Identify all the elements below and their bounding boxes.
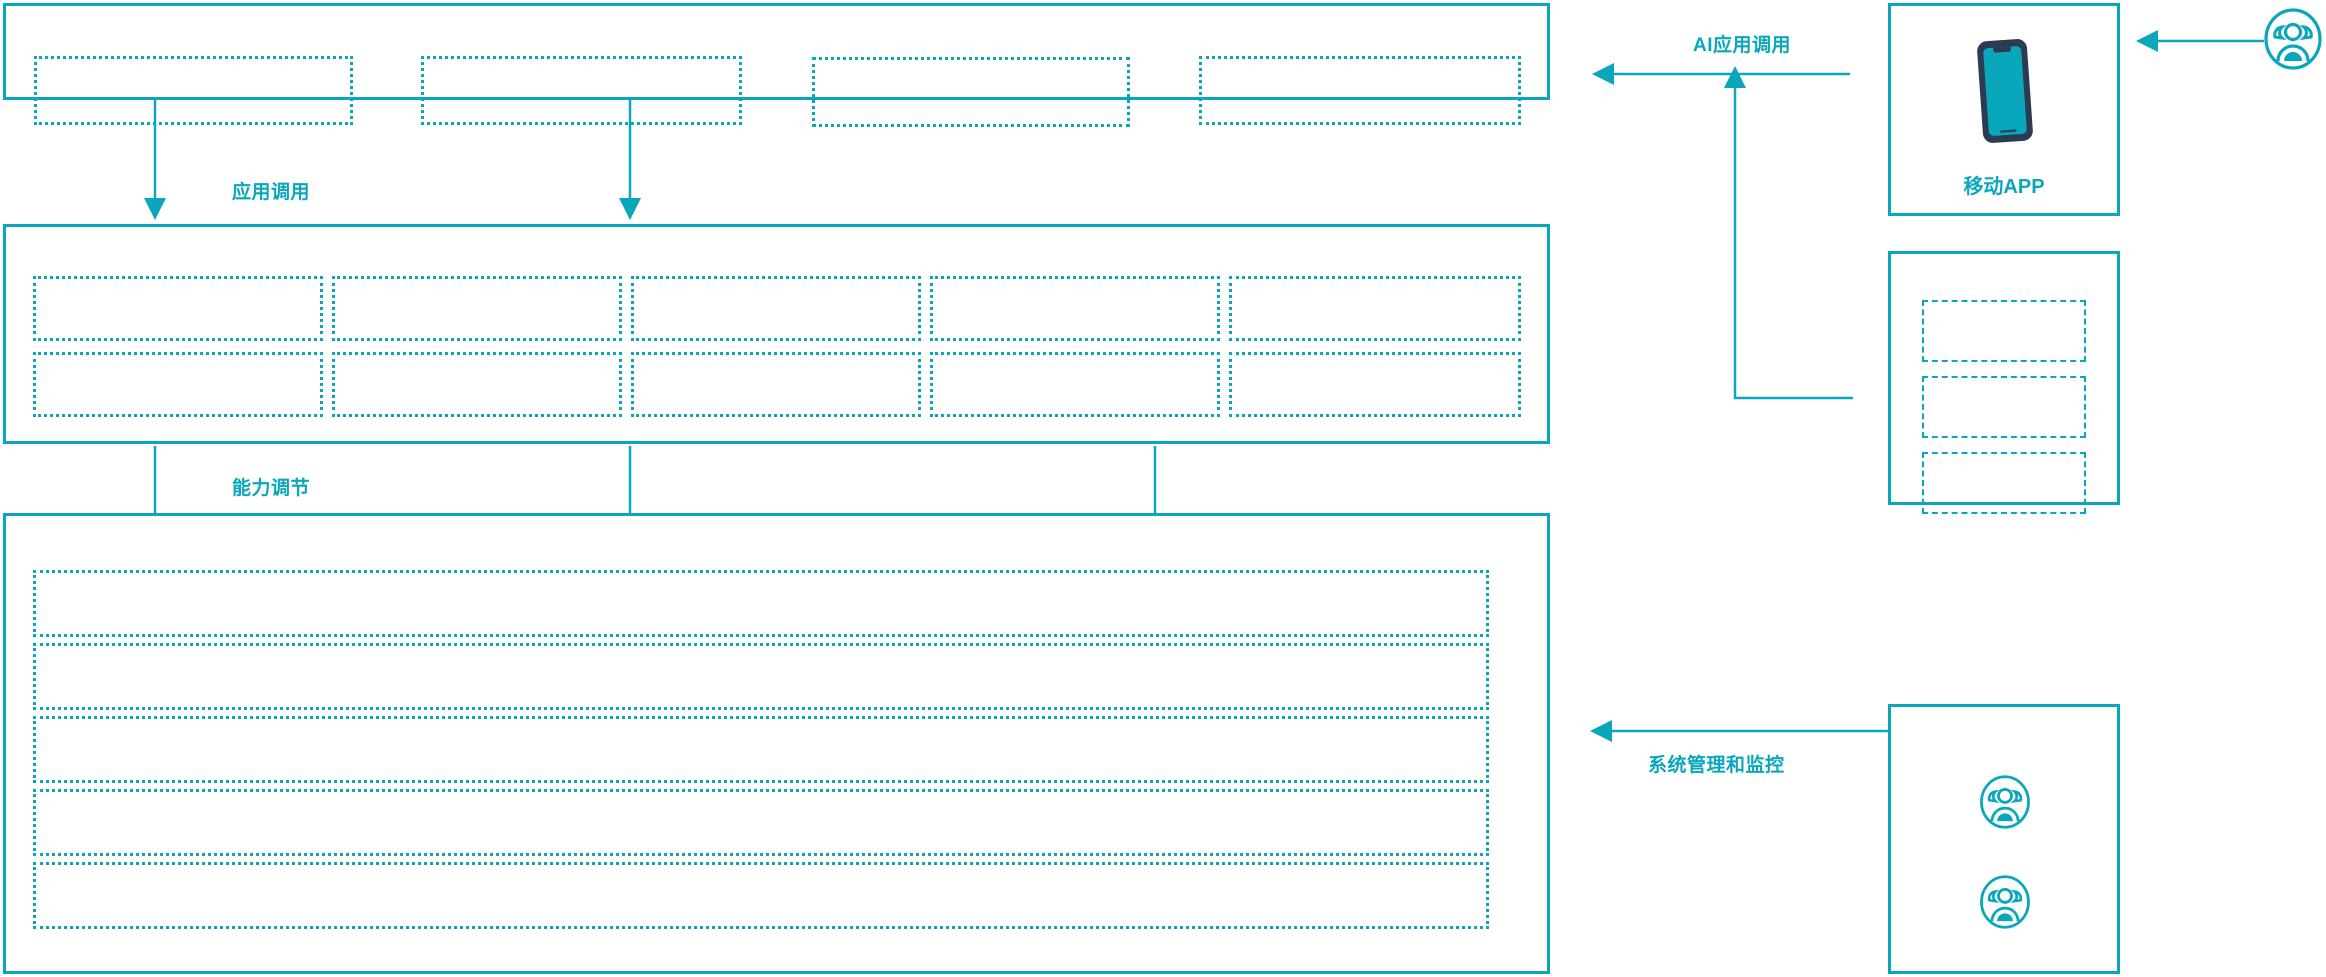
application-slot-3[interactable] [812,57,1130,127]
application-slot-4[interactable] [1199,56,1521,125]
channel-slot-2[interactable] [1922,376,2086,438]
capability-cell-3-bottom[interactable] [631,352,921,417]
system-management-monitoring-arrow [1590,720,1888,742]
application-call-arrow-left [144,100,166,220]
ai-application-call-label: AI应用调用 [1693,35,1792,56]
platform-layer-panel [3,513,1550,974]
platform-row-1[interactable] [33,570,1489,637]
application-slot-2[interactable] [421,56,742,125]
platform-row-2[interactable] [33,643,1489,710]
platform-row-4[interactable] [33,789,1489,856]
platform-row-3[interactable] [33,716,1489,783]
application-call-label: 应用调用 [232,182,311,203]
capability-cell-2-bottom[interactable] [332,352,622,417]
capability-cell-1-bottom[interactable] [33,352,323,417]
end-user-to-mobile-app-arrow [2136,30,2264,52]
capability-cell-4-bottom[interactable] [930,352,1220,417]
capability-scheduling-label: 能力调节 [232,478,311,499]
capability-cell-3-top[interactable] [631,276,921,341]
channel-card[interactable] [1888,251,2120,505]
application-call-arrow-right [619,100,641,220]
capability-cell-4-top[interactable] [930,276,1220,341]
operations-card[interactable] [1888,704,2120,974]
capability-cell-5-bottom[interactable] [1229,352,1521,417]
channel-to-ai-call-connector [1724,66,1853,400]
smartphone-icon [1967,35,2043,147]
mobile-app-caption: 移动APP [1963,176,2045,198]
application-layer-panel [3,3,1550,100]
channel-slot-3[interactable] [1922,452,2086,514]
platform-row-5[interactable] [33,862,1489,929]
capability-cell-5-top[interactable] [1229,276,1521,341]
operations-users-circle-icon-1 [1978,775,2032,829]
system-management-monitoring-label: 系统管理和监控 [1648,755,1785,776]
application-slot-1[interactable] [34,56,353,125]
capability-cell-2-top[interactable] [332,276,622,341]
operations-users-circle-icon-2 [1978,875,2032,929]
capability-cell-1-top[interactable] [33,276,323,341]
capability-layer-panel [3,224,1550,444]
end-user-users-circle-icon [2262,8,2324,70]
channel-slot-1[interactable] [1922,300,2086,362]
